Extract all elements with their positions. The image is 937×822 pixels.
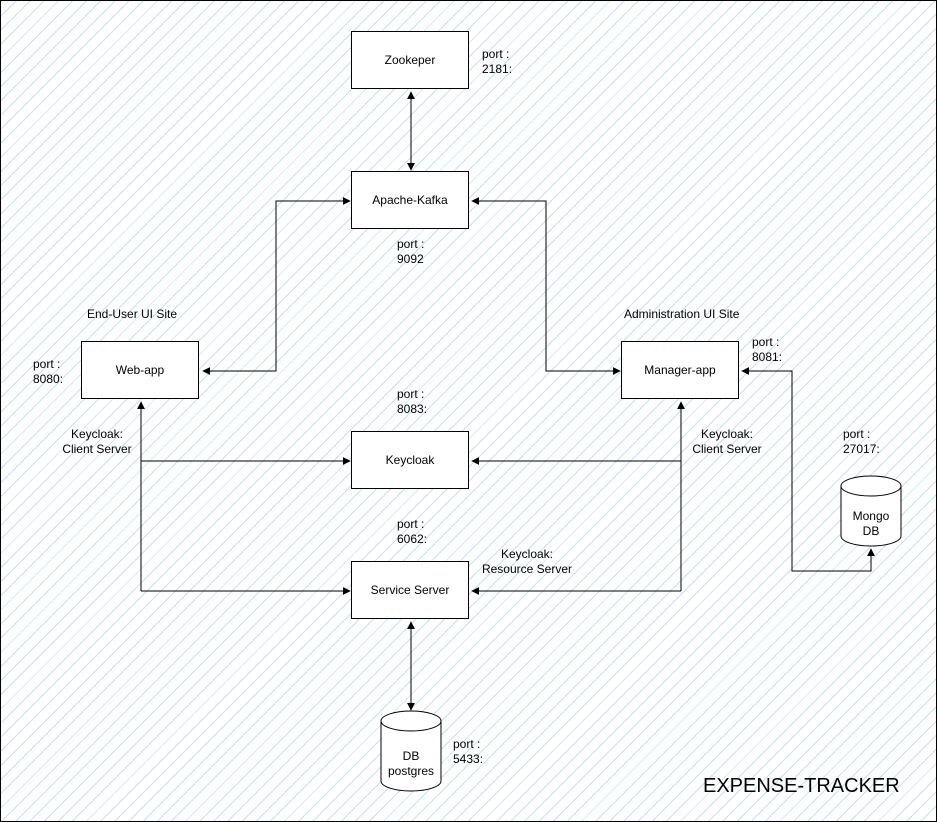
web-app-port-label: port : 8080: <box>33 357 64 386</box>
zookeeper-port-label: port : 2181: <box>482 47 513 76</box>
mongo-db-cylinder <box>840 475 902 547</box>
service-server-port-label: port : 6062: <box>397 517 428 546</box>
mongo-port-label: port : 27017: <box>843 427 880 456</box>
keycloak-port-label: port : 8083: <box>397 387 428 416</box>
edge-kafka-managerapp <box>471 197 621 375</box>
manager-app-port-label: port : 8081: <box>752 335 783 364</box>
kafka-node: Apache-Kafka <box>351 171 469 229</box>
end-user-site-label: End-User UI Site <box>87 307 178 321</box>
keycloak-node: Keycloak <box>351 431 469 489</box>
postgres-db-label: DB postgres <box>387 749 435 778</box>
web-app-node: Web-app <box>81 341 199 399</box>
zookeeper-node: Zookeper <box>351 31 469 89</box>
mongo-db-label: Mongo DB <box>852 509 890 538</box>
manager-keycloak-role-label: Keycloak: Client Server <box>692 427 762 456</box>
manager-app-node: Manager-app <box>621 341 739 399</box>
service-keycloak-role-label: Keycloak: Resource Server <box>481 547 573 576</box>
edge-kafka-webapp <box>202 197 351 375</box>
service-server-node: Service Server <box>351 561 469 619</box>
kafka-port-label: port : 9092 <box>397 237 425 266</box>
admin-site-label: Administration UI Site <box>624 307 740 321</box>
diagram-title: EXPENSE-TRACKER <box>703 775 900 797</box>
web-keycloak-role-label: Keycloak: Client Server <box>62 427 132 456</box>
postgres-port-label: port : 5433: <box>453 737 484 766</box>
edge-managerapp-mongo <box>741 367 875 572</box>
postgres-db-cylinder <box>380 710 442 792</box>
